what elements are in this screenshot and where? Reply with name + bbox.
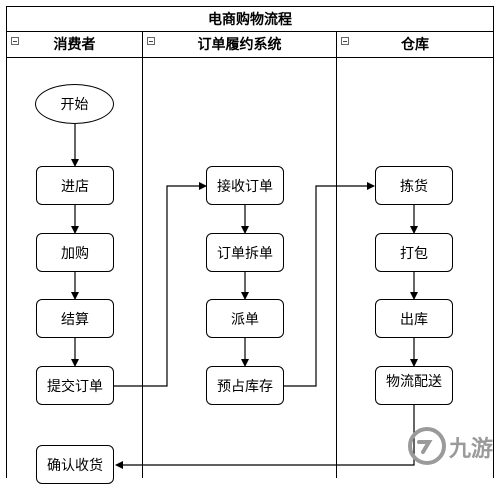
connectors	[71, 124, 418, 469]
lane-title-warehouse: 仓库	[401, 37, 429, 53]
node-logistics[interactable]: 物流配送	[375, 366, 453, 405]
arrow-submit-to-receive	[114, 182, 207, 387]
node-outbound[interactable]: 出库	[375, 299, 453, 338]
node-start[interactable]: 开始	[35, 84, 114, 124]
collapse-icon[interactable]	[147, 37, 155, 45]
lane-body-warehouse	[336, 58, 494, 478]
node-reserve-stock[interactable]: 预占库存	[206, 366, 284, 405]
collapse-icon[interactable]	[11, 37, 19, 45]
node-enter-store[interactable]: 进店	[36, 166, 114, 205]
node-dispatch[interactable]: 派单	[206, 299, 284, 338]
lane-header-warehouse: 仓库	[336, 32, 494, 58]
svg-text:九游: 九游	[448, 436, 493, 462]
node-pick[interactable]: 拣货	[375, 166, 453, 205]
watermark: 九游	[405, 422, 497, 470]
diagram-title-bar: 电商购物流程	[6, 6, 494, 32]
node-pack[interactable]: 打包	[375, 233, 453, 272]
lane-title-fulfillment: 订单履约系统	[197, 37, 282, 53]
lane-title-consumer: 消费者	[53, 37, 96, 53]
lane-header-fulfillment: 订单履约系统	[142, 32, 337, 58]
arrow-reserve-to-pick	[284, 182, 375, 387]
node-checkout[interactable]: 结算	[36, 299, 114, 338]
collapse-icon[interactable]	[341, 37, 349, 45]
node-receive-order[interactable]: 接收订单	[206, 166, 284, 205]
watermark-logo-icon: 九游	[408, 427, 493, 465]
node-add-to-cart[interactable]: 加购	[36, 233, 114, 272]
node-submit-order[interactable]: 提交订单	[36, 366, 114, 405]
lane-header-consumer: 消费者	[6, 32, 143, 58]
diagram-title: 电商购物流程	[208, 12, 292, 28]
node-confirm-receipt[interactable]: 确认收货	[36, 445, 114, 484]
node-split-order[interactable]: 订单拆单	[206, 233, 284, 272]
arrow-to-confirm-receipt	[115, 405, 415, 469]
